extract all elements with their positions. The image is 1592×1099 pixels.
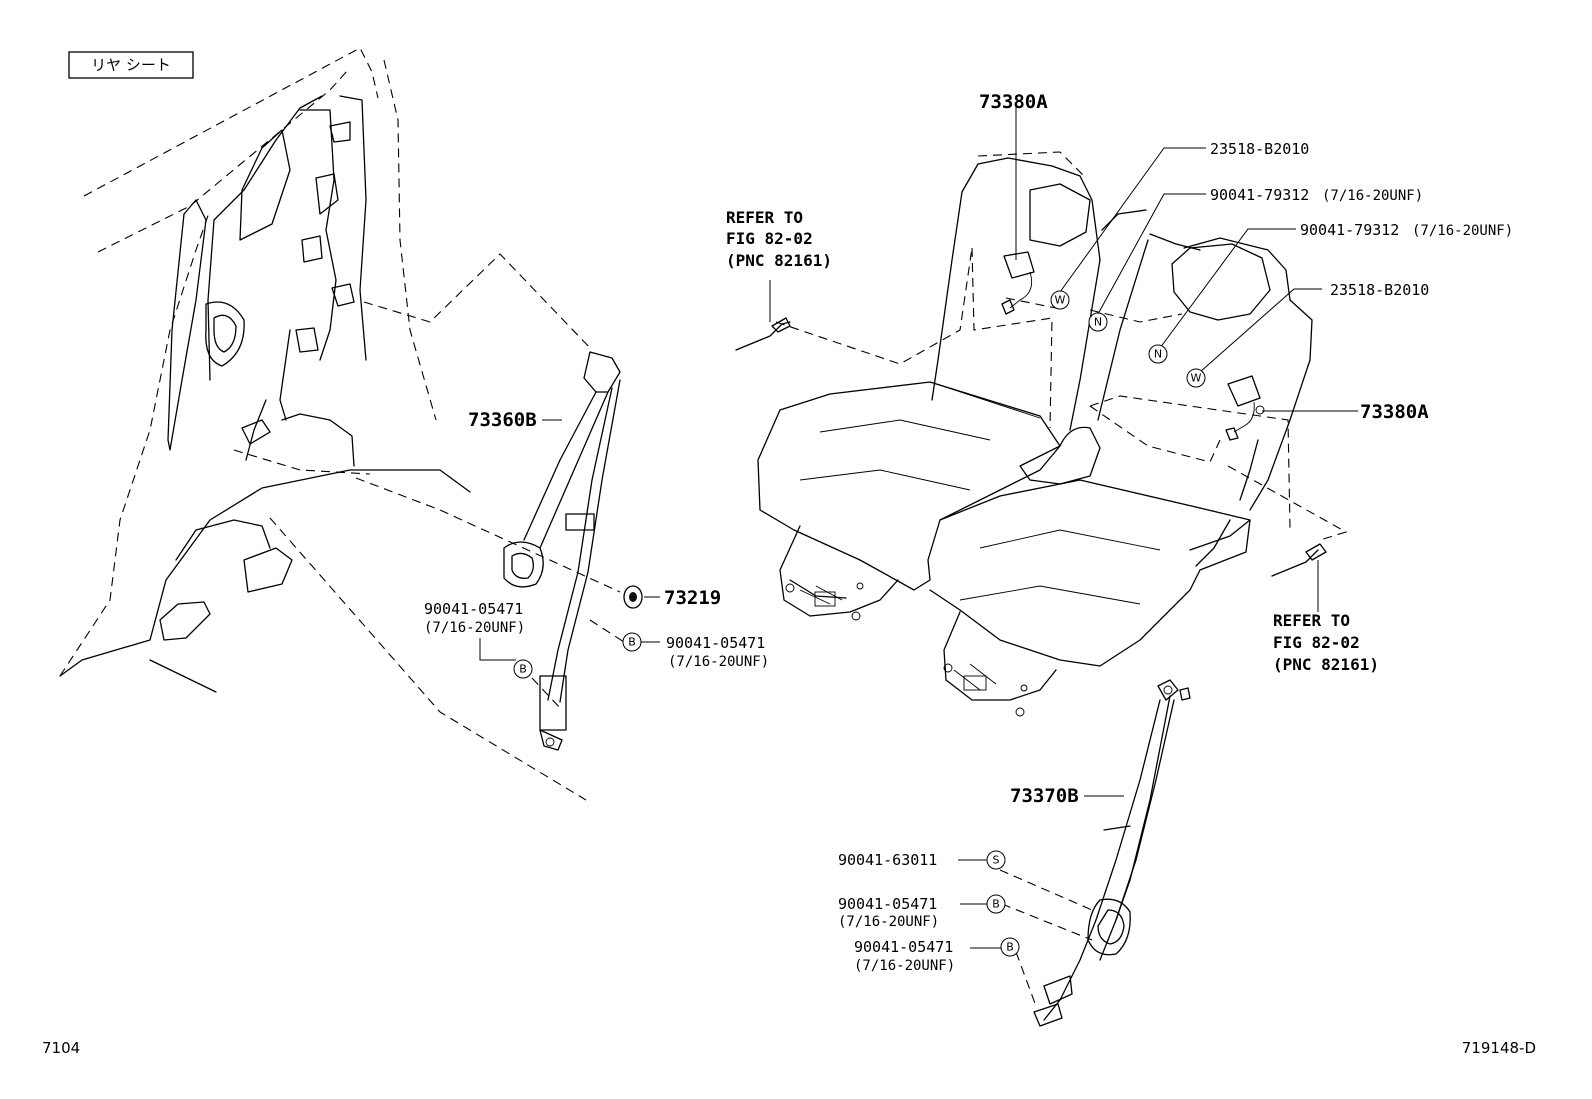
svg-text:B: B — [519, 663, 527, 676]
callout-nut-top: N — [1088, 312, 1108, 332]
rear-seat-drawing — [757, 151, 1348, 717]
svg-text:(7/16-20UNF): (7/16-20UNF) — [1412, 223, 1513, 239]
svg-text:(PNC 82161): (PNC 82161) — [1273, 655, 1379, 674]
buckle-73380A-right-drawing — [1225, 375, 1265, 441]
svg-text:N: N — [1154, 348, 1162, 361]
svg-text:(PNC 82161): (PNC 82161) — [726, 251, 832, 270]
refer-note-right[interactable]: REFER TO FIG 82-02 (PNC 82161) — [1273, 611, 1379, 674]
svg-text:N: N — [1094, 316, 1102, 329]
body-quarter-panel-drawing — [59, 47, 593, 801]
callout-washer-top: W — [1050, 290, 1070, 310]
figure-number: 7104 — [42, 1039, 80, 1057]
svg-text:W: W — [1055, 294, 1066, 307]
svg-text:FIG 82-02: FIG 82-02 — [726, 229, 813, 248]
part-label-23518-B2010-top[interactable]: 23518-B2010 — [1210, 140, 1309, 158]
svg-text:REFER TO: REFER TO — [726, 208, 803, 227]
svg-text:B: B — [628, 636, 636, 649]
part-label-23518-B2010-right[interactable]: 23518-B2010 — [1330, 281, 1429, 299]
callout-washer-right: W — [1186, 368, 1206, 388]
part-label-73380A-top[interactable]: 73380A — [979, 91, 1048, 113]
callout-bolt-right-b: B — [1000, 937, 1020, 957]
svg-text:FIG 82-02: FIG 82-02 — [1273, 633, 1360, 652]
part-label-73219[interactable]: 73219 — [664, 587, 721, 609]
part-label-90041-63011[interactable]: 90041-63011 — [838, 851, 937, 869]
svg-text:(7/16-20UNF): (7/16-20UNF) — [838, 914, 939, 930]
part-label-73360B[interactable]: 73360B — [468, 409, 537, 431]
callout-screw-right: S — [986, 850, 1006, 870]
callout-bolt-left-a: B — [622, 632, 642, 652]
svg-text:90041-05471: 90041-05471 — [838, 895, 937, 913]
part-label-90041-05471-right-a[interactable]: 90041-05471 (7/16-20UNF) — [838, 895, 939, 930]
svg-text:(7/16-20UNF): (7/16-20UNF) — [424, 620, 525, 636]
seat-belt-73370B-drawing — [1033, 679, 1191, 1027]
part-label-73370B[interactable]: 73370B — [1010, 785, 1079, 807]
grommet-73219-drawing — [623, 585, 643, 609]
svg-text:90041-79312: 90041-79312 — [1300, 221, 1399, 239]
part-label-90041-05471-right-b[interactable]: 90041-05471 (7/16-20UNF) — [854, 938, 955, 974]
seat-belt-73360B-drawing — [503, 351, 621, 751]
wire-connector-left-drawing — [735, 317, 791, 351]
svg-text:(7/16-20UNF): (7/16-20UNF) — [1322, 188, 1423, 204]
svg-text:90041-05471: 90041-05471 — [854, 938, 953, 956]
buckle-73380A-top-drawing — [1001, 251, 1035, 315]
svg-text:(7/16-20UNF): (7/16-20UNF) — [854, 958, 955, 974]
svg-text:REFER TO: REFER TO — [1273, 611, 1350, 630]
svg-text:(7/16-20UNF): (7/16-20UNF) — [668, 654, 769, 670]
leader-lines — [479, 104, 1358, 949]
part-label-90041-05471-left-b[interactable]: 90041-05471 (7/16-20UNF) — [424, 600, 525, 636]
part-label-73380A-right[interactable]: 73380A — [1360, 401, 1429, 423]
part-label-90041-05471-left-a[interactable]: 90041-05471 (7/16-20UNF) — [666, 634, 769, 670]
svg-text:B: B — [992, 898, 1000, 911]
svg-text:90041-05471: 90041-05471 — [666, 634, 765, 652]
svg-text:S: S — [993, 854, 1000, 867]
section-label: リヤ シート — [68, 51, 194, 79]
diagram-code: 719148-D — [1462, 1039, 1536, 1057]
svg-text:W: W — [1191, 372, 1202, 385]
part-label-90041-79312-a[interactable]: 90041-79312 (7/16-20UNF) — [1210, 186, 1423, 204]
wire-connector-right-drawing — [1271, 543, 1327, 577]
callout-bolt-right-a: B — [986, 894, 1006, 914]
callout-nut-right: N — [1148, 344, 1168, 364]
svg-text:90041-79312: 90041-79312 — [1210, 186, 1309, 204]
callout-bolt-left-b: B — [513, 659, 533, 679]
svg-text:90041-05471: 90041-05471 — [424, 600, 523, 618]
refer-note-left[interactable]: REFER TO FIG 82-02 (PNC 82161) — [726, 208, 832, 270]
svg-text:B: B — [1006, 941, 1014, 954]
part-label-90041-79312-b[interactable]: 90041-79312 (7/16-20UNF) — [1300, 221, 1513, 239]
section-label-text: リヤ シート — [91, 56, 171, 74]
